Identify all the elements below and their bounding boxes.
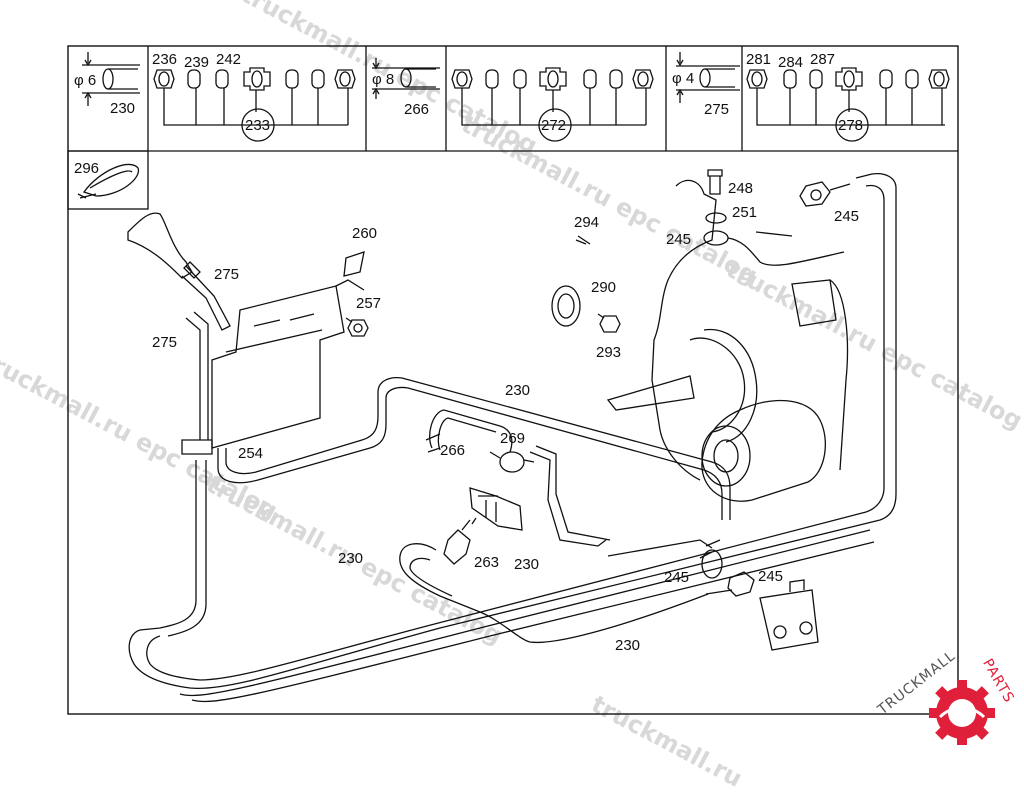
diagram-drawing [67,45,959,715]
fitting-cluster [469,487,523,531]
valve-269 [489,445,611,547]
nut-293 [597,313,621,333]
detail-inset-label: 296 [74,160,100,177]
pin-294 [575,235,591,245]
callout-290: 290 [591,279,617,296]
callout-254: 254 [238,445,264,462]
fitting-287: 287 [810,51,836,68]
callout-275: 275 [214,266,240,283]
tube-icon-4 [676,52,740,103]
gear-icon [929,680,995,746]
callout-257: 257 [356,295,382,312]
bolt-248 [707,169,723,195]
callout-248: 248 [728,180,754,197]
banjo-245-top [799,181,851,207]
fitting-242: 242 [216,51,242,68]
pump-assembly [606,179,849,502]
diameter-label-8: φ 8 [372,71,395,88]
group-233: 233 [245,117,271,134]
fittings-group-278 [746,67,950,142]
tube-230-main [128,172,897,703]
tube-275-vertical [139,311,213,637]
callout-294: 294 [574,214,600,231]
callout-269: 269 [500,430,526,447]
fittings-group-272 [451,67,654,142]
callout-230: 230 [338,550,364,567]
callout-230: 230 [505,382,531,399]
mounting-bracket [211,251,365,449]
valve-block [759,579,819,651]
nut-257-icon [345,317,369,337]
group-272: 272 [541,117,567,134]
callout-245: 245 [758,568,784,585]
tube-part-266: 266 [404,101,430,118]
fittings-group-233 [153,67,356,142]
clip-296-icon [77,163,139,199]
callout-260: 260 [352,225,378,242]
tube-266 [425,409,513,453]
callout-251: 251 [732,204,758,221]
callout-263: 263 [474,554,500,571]
diagram-frame [67,45,959,715]
detail-inset [67,150,149,210]
fitting-236: 236 [152,51,178,68]
washer-251 [703,212,845,266]
diameter-label-6: φ 6 [74,72,97,89]
callout-245: 245 [834,208,860,225]
fitting-284: 284 [778,54,804,71]
diameter-label-4: φ 4 [672,70,695,87]
elbow-263 [443,517,477,565]
tube-part-230: 230 [110,100,136,117]
callout-245: 245 [664,569,690,586]
callout-275: 275 [152,334,178,351]
group-278: 278 [838,117,864,134]
tube-icon-8 [372,58,440,99]
brand-logo: TRUCKMALL PARTS [875,648,1020,746]
shift-lever [127,212,231,331]
cap-290 [551,285,581,327]
callout-230: 230 [514,556,540,573]
banjo-245-lower [701,549,755,597]
tube-icon-6 [82,52,140,106]
callout-230: 230 [615,637,641,654]
fitting-239: 239 [184,54,210,71]
fitting-281: 281 [746,51,772,68]
callout-245: 245 [666,231,692,248]
tube-230-lower [399,539,721,644]
callout-293: 293 [596,344,622,361]
callout-266: 266 [440,442,466,459]
tube-part-275: 275 [704,101,730,118]
